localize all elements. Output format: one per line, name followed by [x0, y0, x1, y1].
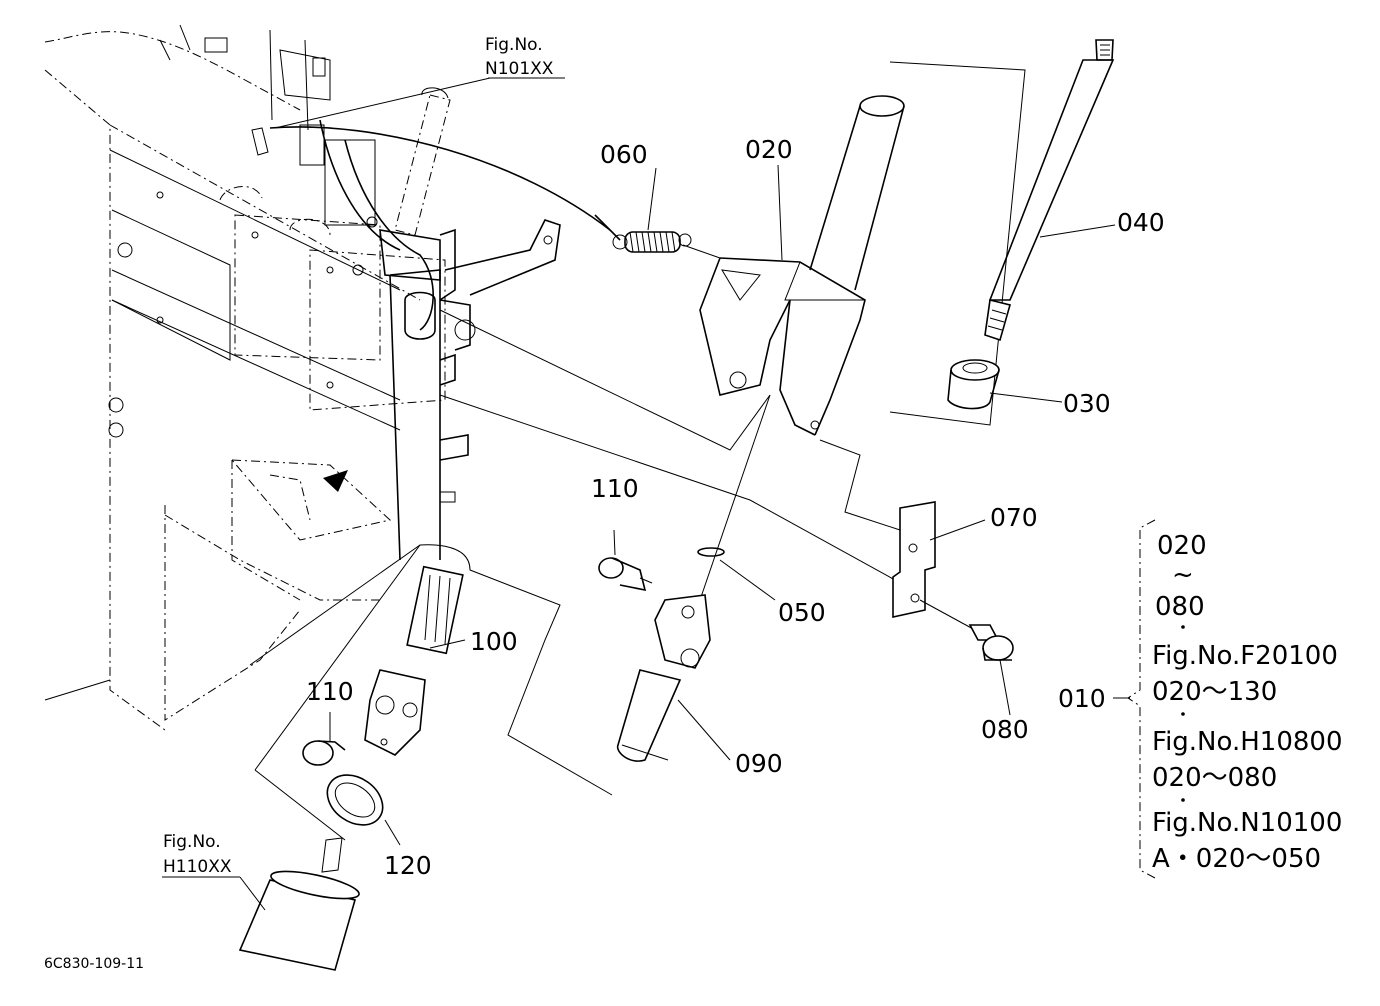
svg-text:Fig.No.: Fig.No. — [163, 832, 221, 852]
plate-070 — [892, 501, 976, 631]
bushing-030 — [947, 359, 1000, 410]
callout-060: 060 — [600, 140, 648, 169]
svg-text:N101XX: N101XX — [485, 59, 554, 79]
bolt-110-lower — [302, 740, 346, 766]
spring-060 — [612, 231, 692, 253]
steering-shaft-040 — [984, 39, 1115, 342]
u-joint-100 — [249, 544, 613, 841]
u-joint-090 — [616, 594, 711, 762]
svg-text:Fig.No.F20100: Fig.No.F20100 — [1152, 641, 1338, 671]
upper-bracket — [251, 87, 451, 236]
svg-text:080: 080 — [1155, 592, 1205, 622]
wire-harness — [319, 119, 434, 331]
svg-text:Fig.No.N10100: Fig.No.N10100 — [1152, 808, 1342, 838]
instrument-plate — [219, 185, 446, 411]
summary-block: 020 ~ 080 Fig.No.F20100 020～130 Fig.No.H… — [1152, 531, 1342, 874]
column-tube-020 — [699, 61, 1026, 436]
o-ring-050 — [697, 547, 725, 557]
callout-110-upper: 110 — [591, 474, 639, 503]
svg-text:Fig.No.H10800: Fig.No.H10800 — [1152, 727, 1342, 757]
bolt-110-upper — [598, 557, 653, 592]
axis-lines — [439, 244, 901, 601]
callout-040: 040 — [1117, 208, 1165, 237]
svg-text:H110XX: H110XX — [163, 857, 232, 877]
svg-text:020～130: 020～130 — [1152, 677, 1277, 707]
figure-ref-n101: Fig.No. N101XX — [485, 35, 554, 79]
callout-010: 010 — [1058, 684, 1106, 713]
callout-080: 080 — [981, 715, 1029, 744]
callout-120: 120 — [384, 851, 432, 880]
leader-lines — [162, 77, 1116, 911]
callout-110-lower: 110 — [306, 677, 354, 706]
svg-text:Fig.No.: Fig.No. — [485, 35, 543, 55]
pointer-leader — [269, 77, 621, 241]
lever-arm — [444, 219, 561, 296]
seal-120 — [326, 774, 384, 826]
svg-text:020～080: 020～080 — [1152, 763, 1277, 793]
svg-text:A・020～050: A・020～050 — [1152, 844, 1321, 874]
column-post — [379, 228, 476, 561]
bolt-080 — [968, 624, 1014, 661]
summary-brace — [1113, 519, 1156, 879]
callout-100: 100 — [470, 627, 518, 656]
dash-panel-frame — [44, 24, 421, 731]
callout-030: 030 — [1063, 389, 1111, 418]
figure-ref-h110: Fig.No. H110XX — [163, 832, 232, 877]
svg-text:~: ~ — [1172, 560, 1194, 590]
direction-marker — [323, 470, 348, 492]
svg-text:020: 020 — [1157, 531, 1207, 561]
callout-070: 070 — [990, 503, 1038, 532]
diagram-code: 6C830-109-11 — [44, 956, 144, 972]
lower-pump-shaft — [238, 837, 360, 971]
callout-090: 090 — [735, 749, 783, 778]
callout-020: 020 — [745, 135, 793, 164]
callout-050: 050 — [778, 598, 826, 627]
